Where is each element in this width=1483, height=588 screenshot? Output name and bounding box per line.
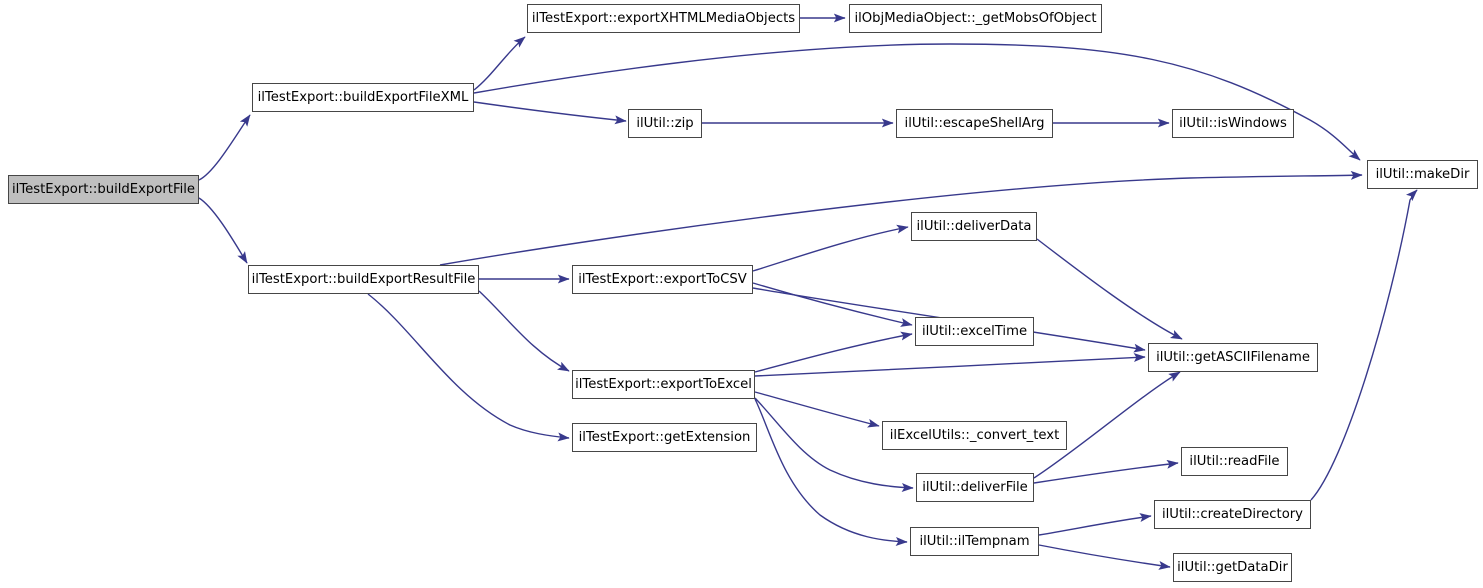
graph-node-createDirectory[interactable]: ilUtil::createDirectory [1154, 500, 1311, 529]
graph-node-label: ilUtil::createDirectory [1161, 506, 1303, 522]
graph-edge-buildExportResultFile-to-getExtension [367, 293, 570, 442]
graph-node-ilTempnam[interactable]: ilUtil::ilTempnam [910, 527, 1039, 556]
graph-node-convert_text[interactable]: ilExcelUtils::_convert_text [882, 421, 1067, 450]
graph-node-deliverData[interactable]: ilUtil::deliverData [911, 212, 1037, 241]
graph-edge-buildExportFile-to-buildExportFileXML [198, 114, 251, 181]
graph-node-label: ilExcelUtils::_convert_text [889, 427, 1060, 443]
graph-edge-buildExportResultFile-to-exportToExcel [478, 290, 570, 372]
graph-node-getASCIIFilename[interactable]: ilUtil::getASCIIFilename [1148, 343, 1318, 372]
graph-node-escapeShellArg[interactable]: ilUtil::escapeShellArg [896, 109, 1053, 138]
graph-node-getExtension[interactable]: ilTestExport::getExtension [572, 423, 757, 452]
graph-node-excelTime[interactable]: ilUtil::excelTime [915, 317, 1034, 346]
graph-node-buildExportResultFile[interactable]: ilTestExport::buildExportResultFile [248, 265, 479, 294]
graph-node-label: ilUtil::readFile [1189, 453, 1280, 469]
graph-edge-exportToCSV-to-deliverData [752, 224, 909, 272]
graph-edge-exportToExcel-to-convert_text [754, 391, 880, 428]
graph-node-label: ilTestExport::exportToCSV [578, 271, 747, 287]
graph-node-label: ilUtil::isWindows [1179, 115, 1287, 131]
graph-edge-buildExportResultFile-to-makeDir [439, 170, 1363, 266]
graph-node-getDataDir[interactable]: ilUtil::getDataDir [1173, 553, 1292, 582]
graph-node-label: ilUtil::zip [636, 115, 694, 131]
graph-node-isWindows[interactable]: ilUtil::isWindows [1172, 109, 1294, 138]
graph-node-label: ilUtil::deliverData [916, 218, 1032, 234]
graph-node-label: ilUtil::excelTime [921, 323, 1028, 339]
graph-edge-buildExportFileXML-to-exportXHTMLMediaObjects [473, 36, 526, 91]
graph-node-label: ilTestExport::buildExportResultFile [251, 271, 476, 287]
graph-node-label: ilTestExport::buildExportFile [12, 181, 196, 197]
graph-edge-ilTempnam-to-getDataDir [1038, 544, 1171, 570]
graph-node-label: ilUtil::makeDir [1375, 166, 1470, 182]
graph-node-exportXHTMLMediaObjects[interactable]: ilTestExport::exportXHTMLMediaObjects [527, 4, 800, 33]
graph-edge-buildExportFileXML-to-makeDir [473, 43, 1361, 161]
graph-edge-buildExportFileXML-to-zip [473, 101, 627, 125]
graph-node-label: ilTestExport::getExtension [578, 429, 751, 445]
graph-node-label: ilTestExport::exportXHTMLMediaObjects [531, 10, 796, 26]
graph-node-exportToExcel[interactable]: ilTestExport::exportToExcel [572, 370, 755, 399]
graph-edge-deliverFile-to-readFile [1033, 459, 1179, 484]
graph-node-makeDir[interactable]: ilUtil::makeDir [1367, 160, 1478, 189]
graph-node-deliverFile[interactable]: ilUtil::deliverFile [916, 473, 1034, 502]
graph-node-readFile[interactable]: ilUtil::readFile [1181, 447, 1288, 476]
graph-edge-deliverData-to-getASCIIFilename [1036, 238, 1183, 340]
graph-node-label: ilTestExport::exportToExcel [575, 376, 752, 392]
graph-node-label: ilUtil::escapeShellArg [904, 115, 1045, 131]
graph-node-exportToCSV[interactable]: ilTestExport::exportToCSV [572, 265, 753, 294]
graph-node-buildExportFileXML[interactable]: ilTestExport::buildExportFileXML [252, 83, 474, 112]
graph-edge-exportToCSV-to-excelTime [752, 282, 913, 327]
graph-node-label: ilUtil::ilTempnam [919, 533, 1030, 549]
graph-edge-exportToExcel-to-excelTime [754, 331, 913, 373]
graph-node-zip[interactable]: ilUtil::zip [628, 109, 702, 138]
graph-node-label: ilUtil::getASCIIFilename [1156, 349, 1310, 365]
graph-edge-createDirectory-to-makeDir [1310, 189, 1418, 501]
graph-node-label: ilTestExport::buildExportFileXML [257, 89, 469, 105]
graph-edge-exportToExcel-to-getASCIIFilename [754, 353, 1146, 377]
graph-edge-ilTempnam-to-createDirectory [1038, 513, 1152, 536]
graph-node-getMobsOfObject[interactable]: ilObjMediaObject::_getMobsOfObject [849, 4, 1102, 33]
graph-node-label: ilObjMediaObject::_getMobsOfObject [854, 10, 1097, 26]
graph-edge-buildExportFile-to-buildExportResultFile [198, 197, 248, 264]
graph-node-label: ilUtil::deliverFile [922, 479, 1028, 495]
graph-node-label: ilUtil::getDataDir [1177, 559, 1288, 575]
graph-node-buildExportFile[interactable]: ilTestExport::buildExportFile [8, 175, 199, 204]
